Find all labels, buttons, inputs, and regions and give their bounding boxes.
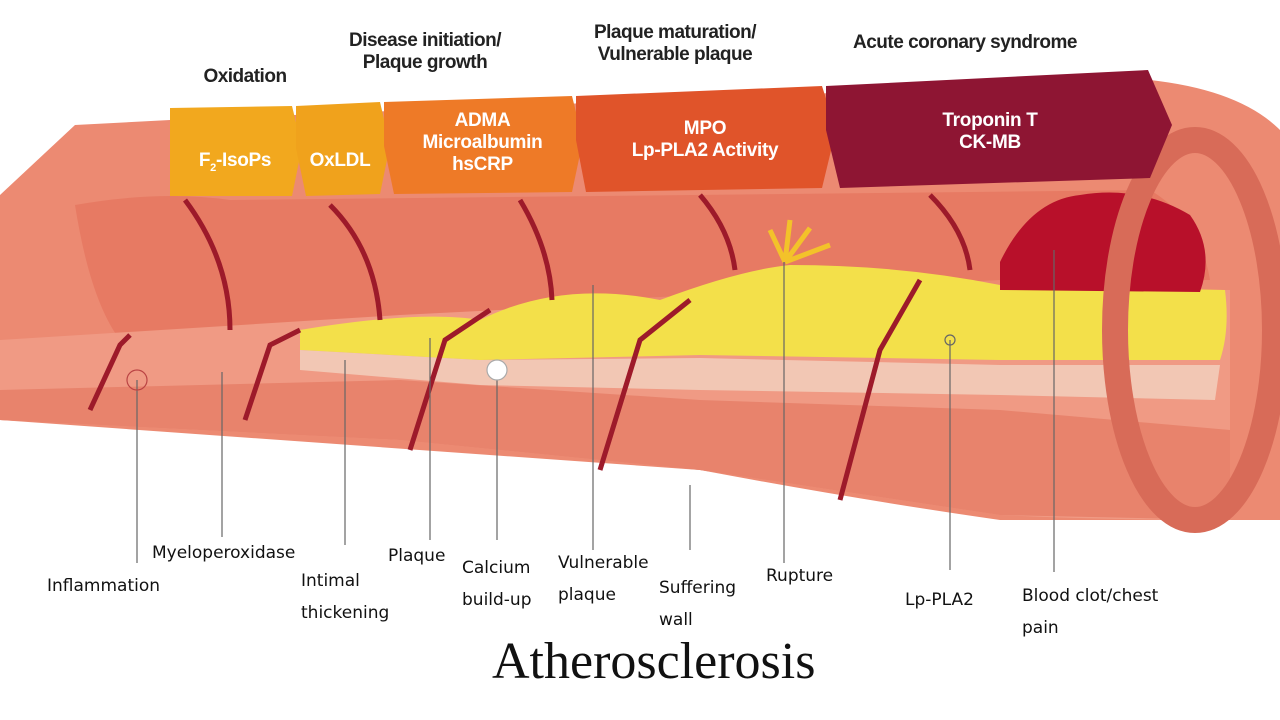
stage-arrow-3 (384, 96, 583, 194)
rupture-burst (767, 219, 831, 265)
label-inflammation: Inflammation (47, 576, 161, 596)
section-cuts (87, 193, 973, 501)
marker-troponin-t: Troponin T (942, 110, 1038, 131)
artery-lumen (75, 190, 1210, 340)
stage-arrow-5 (826, 70, 1172, 188)
stage-arrow-1 (170, 106, 302, 196)
stage-header-oxidation: Oxidation (203, 66, 287, 87)
stage-header-plaque-maturation: Plaque maturation/ Vulnerable plaque (593, 22, 757, 65)
stage-arrow-2 (296, 102, 390, 196)
marker-group-adma: ADMA Microalbumin hsCRP (395, 110, 570, 176)
diagram-title: Atherosclerosis (492, 633, 816, 690)
label-plaque: Plaque (388, 546, 446, 566)
marker-hscrp: hsCRP (452, 154, 513, 175)
intima-layer (300, 350, 1220, 400)
marker-microalbumin: Microalbumin (422, 132, 543, 153)
marker-group-mpo: MPO Lp-PLA2 Activity (590, 118, 820, 162)
artery-cross-section (1102, 127, 1280, 533)
plaque-yellow (300, 265, 1227, 360)
stage-header-disease-initiation: Disease initiation/ Plaque growth (348, 30, 502, 73)
marker-mpo: MPO (683, 118, 727, 139)
marker-group-troponin: Troponin T CK-MB (860, 110, 1120, 154)
marker-adma: ADMA (454, 110, 511, 131)
marker-lp-pla2-activity: Lp-PLA2 Activity (631, 140, 779, 161)
marker-f2-isops: F2-IsoPs (198, 150, 272, 174)
stage-header-acute-coronary: Acute coronary syndrome (853, 32, 1077, 53)
marker-oxldl: OxLDL (309, 150, 371, 171)
label-rupture: Rupture (766, 566, 834, 586)
stage-arrow-4 (576, 86, 836, 192)
marker-ck-mb: CK-MB (959, 132, 1021, 153)
artery-media-layer (0, 380, 1230, 520)
label-lp-pla2: Lp-PLA2 (905, 590, 974, 610)
blood-clot (1000, 192, 1206, 292)
label-myeloperoxidase: Myeloperoxidase (152, 543, 296, 563)
callout-lines (126, 250, 1055, 572)
